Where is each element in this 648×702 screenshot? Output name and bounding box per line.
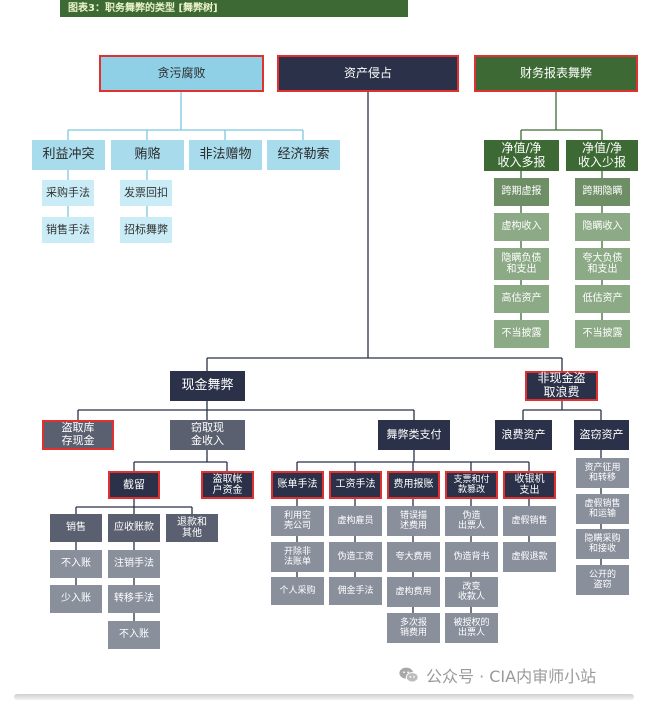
watermark-text: 公众号 · CIA内审师小站 bbox=[426, 667, 597, 686]
node-asset-undervaluation: 低估资产 bbox=[575, 285, 630, 313]
node-forged-maker: 伪造 出票人 bbox=[445, 506, 498, 536]
node-skim-receivables: 应收账款 bbox=[108, 514, 160, 542]
node-expense-reimbursement: 费用报账 bbox=[387, 471, 440, 499]
node-personal-purchases: 个人采购 bbox=[271, 577, 324, 605]
wechat-icon bbox=[399, 667, 419, 683]
node-overstatement: 净值/净 收入多报 bbox=[484, 140, 559, 171]
node-understated-revenue: 隐瞒收入 bbox=[575, 213, 630, 241]
node-understatement: 净值/净 收入少报 bbox=[566, 140, 638, 171]
node-false-voids: 虚假销售 bbox=[503, 506, 556, 536]
node-cash: 现金舞弊 bbox=[170, 371, 245, 401]
node-fictitious-expenses: 虚构费用 bbox=[387, 577, 440, 607]
node-skim-sales: 销售 bbox=[50, 514, 102, 542]
node-inventory-and-assets: 非现金盗 取浪费 bbox=[525, 371, 598, 401]
node-skimming: 截留 bbox=[108, 471, 160, 499]
node-bid-rigging: 招标舞弊 bbox=[120, 217, 172, 243]
node-skim-refunds: 退款和 其他 bbox=[166, 514, 218, 542]
node-theft: 盗窃资产 bbox=[574, 420, 629, 450]
node-authorized-maker: 被授权的 出票人 bbox=[445, 613, 498, 643]
node-mischaracterized-expenses: 错误描 述费用 bbox=[387, 506, 440, 536]
node-register-disbursements: 收银机 支出 bbox=[503, 471, 556, 499]
node-commission-schemes: 佣金手法 bbox=[329, 577, 382, 605]
figure-title: 图表3：职务舞弊的类型 [舞弊树] bbox=[60, 0, 408, 17]
node-write-off: 注销手法 bbox=[108, 550, 160, 578]
node-billing-schemes: 账单手法 bbox=[271, 471, 324, 499]
node-purchase-schemes: 采购手法 bbox=[42, 180, 94, 206]
node-understated: 少入账 bbox=[50, 585, 102, 613]
node-purchasing-receiving: 隐瞒采购 和接收 bbox=[576, 529, 629, 559]
node-asset-overvaluation: 高估资产 bbox=[494, 285, 549, 313]
node-illegal-gratuities: 非法赠物 bbox=[189, 140, 262, 170]
node-account-theft: 盗取帐 户资金 bbox=[201, 471, 254, 499]
node-timing-differences-under: 跨期隐瞒 bbox=[575, 178, 630, 206]
node-economic-extortion: 经济勒索 bbox=[267, 140, 340, 170]
node-false-sales-shipping: 虚假销售 和运输 bbox=[576, 494, 629, 524]
node-fictitious-revenue: 虚构收入 bbox=[494, 213, 549, 241]
watermark: 公众号 · CIA内审师小站 bbox=[398, 663, 638, 687]
page-bottom-edge bbox=[14, 694, 634, 700]
node-concealed-liabilities: 隐瞒负债 和支出 bbox=[494, 248, 549, 280]
node-unrecorded-2: 不入账 bbox=[108, 621, 160, 649]
node-misuse: 浪费资产 bbox=[495, 420, 552, 450]
node-check-tampering: 支票和付 款篡改 bbox=[445, 471, 498, 499]
node-overstated-liabilities: 夸大负债 和支出 bbox=[575, 248, 630, 280]
node-falsified-wages: 伪造工资 bbox=[329, 542, 382, 572]
node-multiple-reimbursements: 多次报 销费用 bbox=[387, 613, 440, 643]
node-fraudulent-disbursements: 舞弊类支付 bbox=[378, 420, 450, 450]
node-ghost-employee: 虚构雇员 bbox=[329, 506, 382, 536]
node-larceny: 盗取库 存现金 bbox=[42, 420, 114, 450]
node-financial-statement-fraud: 财务报表舞弊 bbox=[474, 55, 638, 92]
node-non-accomplice-vendor: 开除非 法账单 bbox=[271, 542, 324, 572]
node-asset-misappropriation: 资产侵占 bbox=[277, 55, 459, 92]
node-invoice-kickbacks: 发票回扣 bbox=[120, 180, 172, 206]
node-payroll-schemes: 工资手法 bbox=[329, 471, 382, 499]
node-bribery: 贿赂 bbox=[111, 140, 184, 170]
node-false-refunds: 虚假退款 bbox=[503, 542, 556, 572]
node-improper-disclosures-over: 不当披露 bbox=[494, 320, 549, 348]
node-lapping: 转移手法 bbox=[108, 585, 160, 613]
node-sales-schemes: 销售手法 bbox=[42, 217, 94, 243]
node-altered-payee: 改变 收款人 bbox=[445, 577, 498, 607]
node-unconcealed-larceny: 公开的 盗窃 bbox=[576, 565, 629, 595]
node-conflict-of-interest: 利益冲突 bbox=[32, 140, 105, 170]
node-timing-differences-over: 跨期虚报 bbox=[494, 178, 549, 206]
node-improper-disclosures-under: 不当披露 bbox=[575, 320, 630, 348]
node-corruption: 贪污腐败 bbox=[99, 55, 264, 92]
node-theft-of-cash-receipts: 窃取现 金收入 bbox=[170, 420, 245, 450]
node-asset-requisitions: 资产征用 和转移 bbox=[576, 458, 629, 488]
node-unrecorded: 不入账 bbox=[50, 550, 102, 578]
node-overstated-expenses: 夸大费用 bbox=[387, 542, 440, 572]
node-forged-endorsement: 伪造背书 bbox=[445, 542, 498, 572]
node-shell-company: 利用空 壳公司 bbox=[271, 506, 324, 536]
